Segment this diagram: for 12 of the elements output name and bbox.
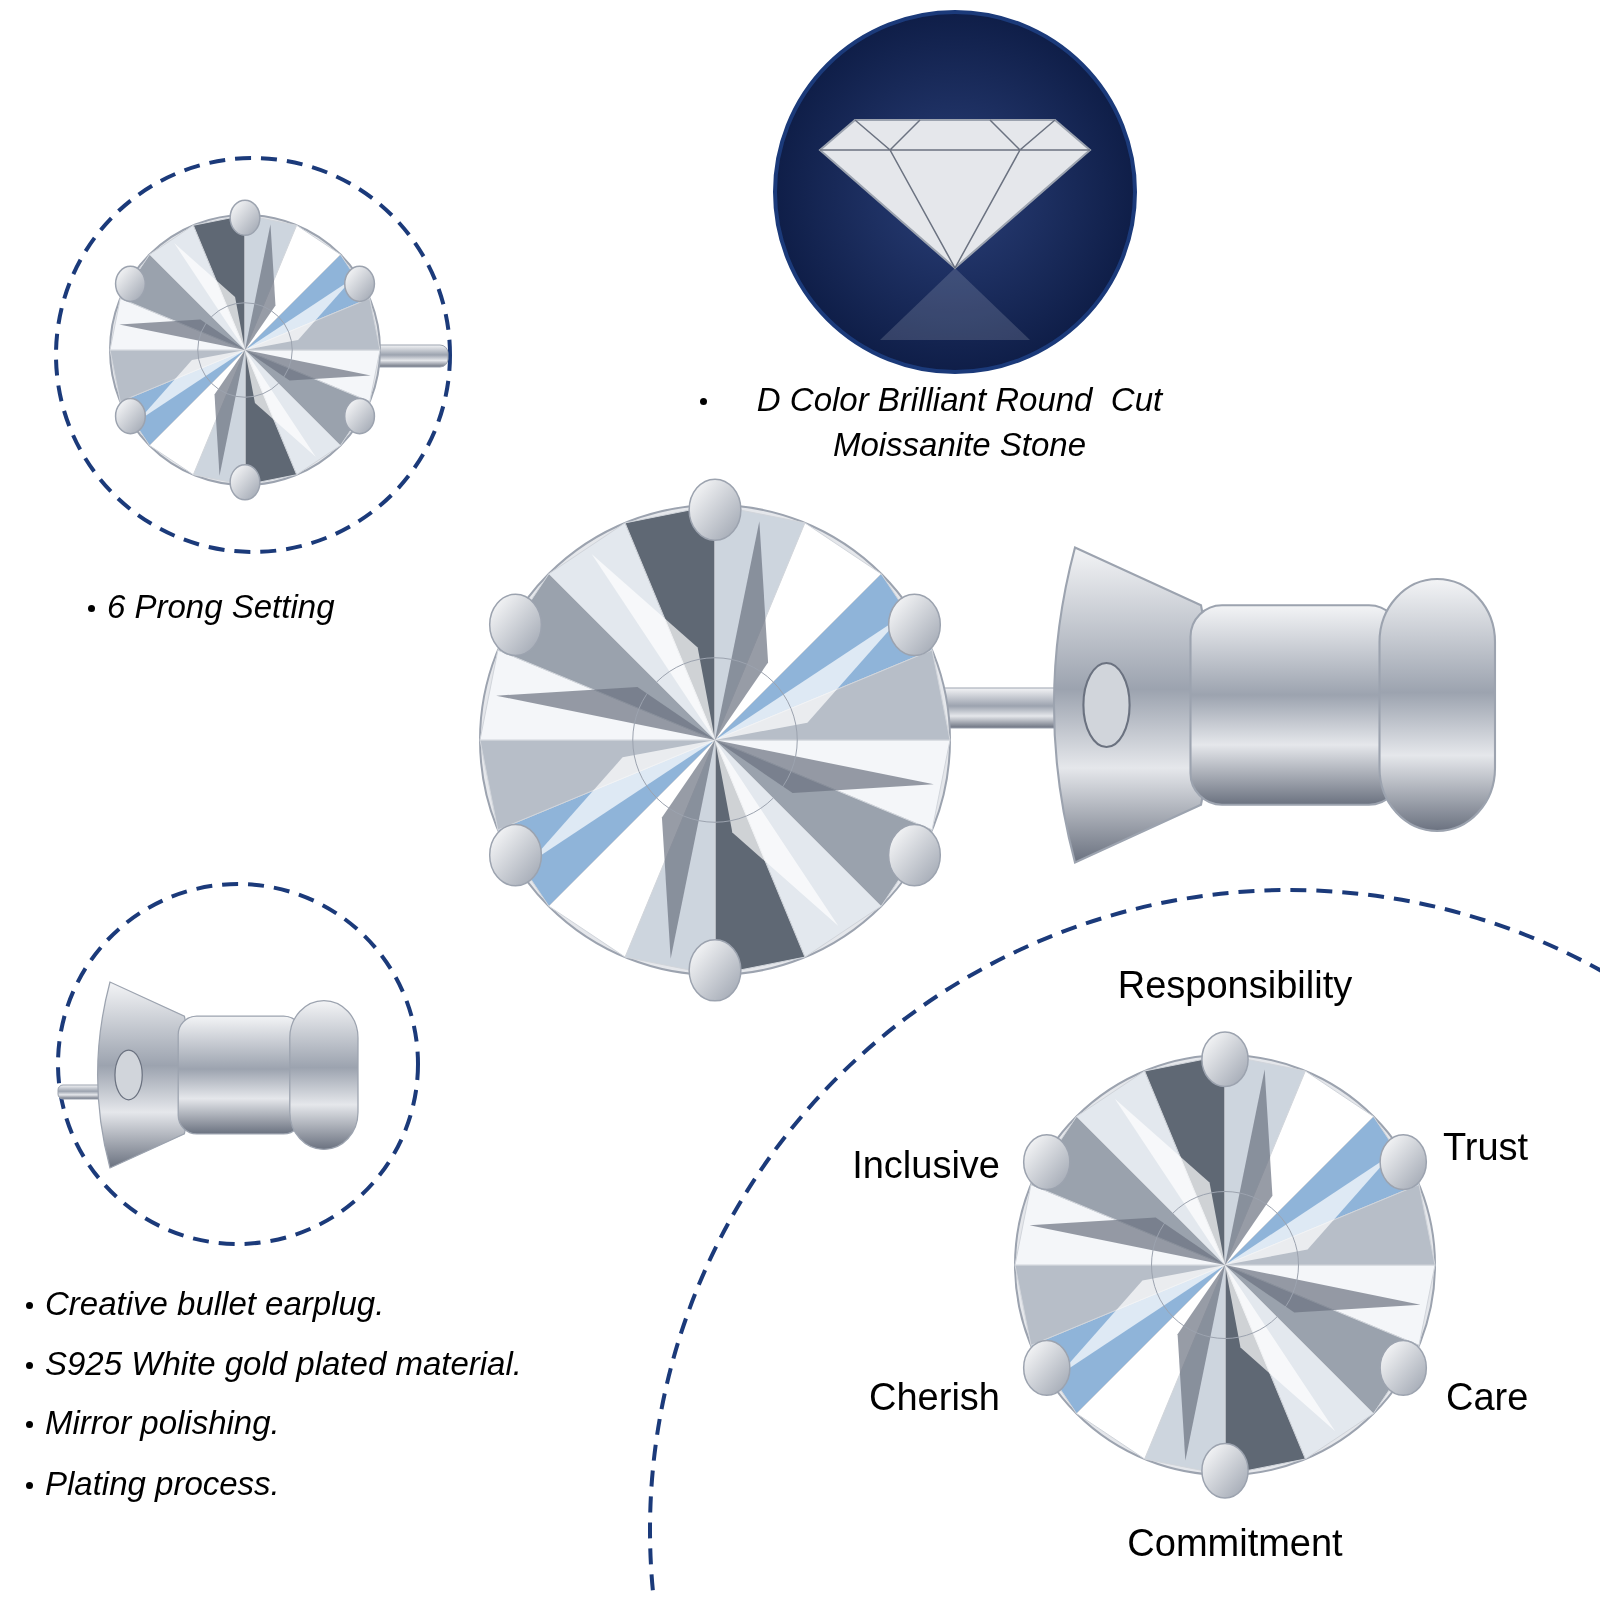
value-label: Inclusive — [851, 1143, 1000, 1188]
value-label: Care — [1446, 1375, 1530, 1420]
value-label: Cherish — [868, 1375, 1000, 1420]
value-label: Responsibility — [1116, 963, 1354, 1008]
feature-caption: D Color Brilliant Round Cut Moissanite Stone — [755, 380, 1165, 465]
feature-item: S925 White gold plated material. — [45, 1344, 522, 1384]
value-label: Commitment — [1126, 1521, 1344, 1566]
feature-item: Plating process. — [45, 1464, 280, 1504]
feature-item: Creative bullet earplug. — [45, 1284, 385, 1324]
feature-item: 6 Prong Setting — [107, 587, 335, 627]
value-label: Trust — [1443, 1125, 1530, 1170]
feature-item: Mirror polishing. — [45, 1403, 280, 1443]
